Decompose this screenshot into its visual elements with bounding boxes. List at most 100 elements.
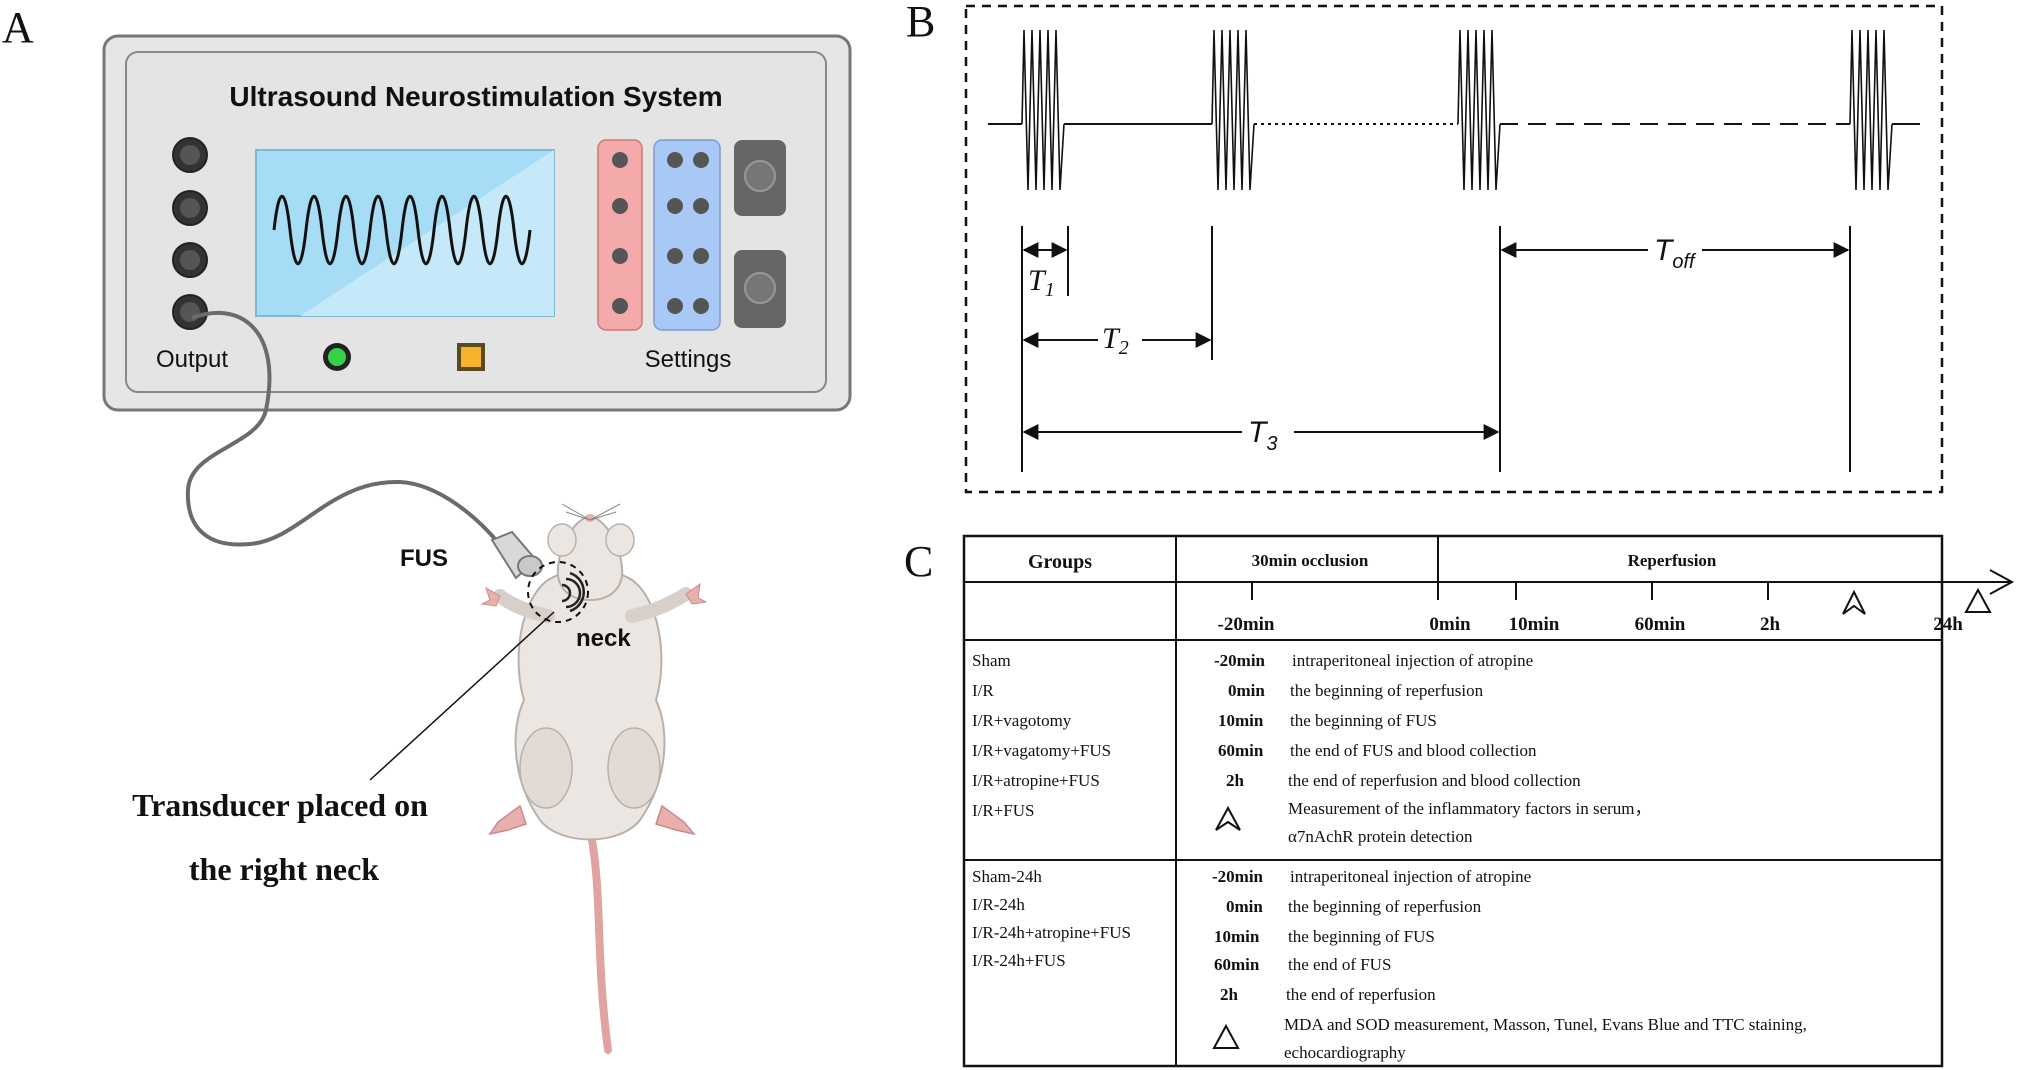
event-desc: the end of FUS [1288,955,1391,974]
rat-hind-foot-left [488,804,527,836]
rat-whisker-2 [589,503,621,521]
blue-dot-6 [693,248,709,264]
red-dot-3 [612,248,628,264]
panel-a: A Ultrasound Neurostimulation System Out… [2,3,852,1054]
marker-desc-line2: echocardiography [1284,1043,1406,1062]
event-time: 10min [1218,711,1264,730]
red-dot-4 [612,298,628,314]
tick-label-6: 24h [1933,614,1963,635]
event-desc: intraperitoneal injection of atropine [1292,651,1533,670]
toff-label: Toff [1654,234,1697,273]
caption-pointer-line [369,611,555,781]
sine-wave [272,194,532,266]
group-item: I/R+FUS [972,801,1035,820]
burst-1 [1021,29,1065,191]
event-desc: the end of reperfusion and blood collect… [1288,771,1581,790]
rat-whisker-4 [589,511,617,521]
panel-b: B T1 [906,0,1944,494]
event-desc: the beginning of reperfusion [1290,681,1484,700]
blue-dot-5 [667,248,683,264]
timeline-table-frame [962,534,1944,1068]
burst-4 [1849,29,1893,191]
panel-b-letter: B [906,0,935,46]
marker-desc-line2: α7nAchR protein detection [1288,827,1473,846]
rat-ear-right [605,523,635,557]
blue-dot-8 [693,298,709,314]
neck-label: neck [576,625,631,652]
blue-dot-7 [667,298,683,314]
red-dot-2 [612,198,628,214]
burst-2 [1211,29,1255,191]
panel-c-letter: C [904,537,933,586]
settings-panel-blue [653,139,721,331]
section2-groups: Sham-24h I/R-24h I/R-24h+atropine+FUS I/… [972,867,1131,970]
rat-ear-left [547,523,577,557]
knob-output-center [180,302,200,322]
fus-label: FUS [400,545,448,572]
group-item: I/R-24h+atropine+FUS [972,923,1131,942]
event-desc: intraperitoneal injection of atropine [1290,867,1531,886]
rat-hip-left [519,727,573,809]
header-reperfusion: Reperfusion [1628,551,1717,570]
knob-1-center [180,145,200,165]
rat-illustration [480,503,708,1054]
output-label: Output [156,346,228,373]
caption-line-2: the right neck [189,851,379,887]
panel-b-frame [964,4,1944,494]
square-button-icon [461,347,481,367]
panel-a-letter: A [2,3,34,52]
transducer-cable [185,311,502,547]
rat-hind-foot-right [655,804,696,836]
tick-label-2: 0min [1429,614,1471,635]
group-item: I/R [972,681,994,700]
power-led-icon [328,348,346,366]
header-groups: Groups [1028,551,1092,573]
event-time: 2h [1226,771,1245,790]
header-occlusion: 30min occlusion [1252,551,1369,570]
group-item: I/R-24h+FUS [972,951,1066,970]
event-time: 60min [1218,741,1264,760]
dial-top-icon [744,160,776,192]
group-item: Sham-24h [972,867,1042,886]
event-desc: the beginning of FUS [1288,927,1435,946]
burst-1-trace [1021,29,1065,191]
tick-label-3: 10min [1509,614,1560,635]
burst-2-trace [1211,29,1255,191]
event-desc: the beginning of FUS [1290,711,1437,730]
t3-label: T3 [1248,416,1277,455]
marker-desc-line1: Measurement of the inflammatory factors … [1288,799,1652,818]
event-time: -20min [1214,651,1266,670]
rat-arm-right [625,587,693,623]
panel-c: C Groups 30min occlusion Reperfusion -20… [904,534,2015,1068]
transducer-tip [517,555,543,577]
ultrasound-wave-icon [561,571,585,613]
triangle-marker-icon [1212,1023,1240,1049]
t1-label: T1 [1028,264,1055,301]
knob-3-center [180,250,200,270]
blue-dot-4 [693,198,709,214]
wave-arc-3 [569,571,585,613]
triangle-marker-icon [1964,587,1992,613]
event-time: 0min [1226,897,1263,916]
event-desc: the beginning of reperfusion [1288,897,1482,916]
tick-label-1: -20min [1218,614,1275,635]
rat-whisker-1 [561,503,591,521]
event-time: 2h [1220,985,1239,1004]
burst-3-trace [1457,29,1501,191]
group-item: I/R-24h [972,895,1025,914]
event-desc: the end of reperfusion [1286,985,1436,1004]
group-item: Sham [972,651,1011,670]
red-dot-1 [612,152,628,168]
screen-glare [300,150,554,316]
section1-events: -20min intraperitoneal injection of atro… [1214,651,1652,846]
device-title: Ultrasound Neurostimulation System [229,81,722,112]
burst-3 [1457,29,1501,191]
rat-whisker-3 [565,511,591,521]
wave-arc-2 [565,577,582,609]
rat-arm-left [493,589,555,623]
section2-events: -20min intraperitoneal injection of atro… [1212,867,1807,1062]
group-item: I/R+atropine+FUS [972,771,1100,790]
tick-label-5: 2h [1760,614,1781,635]
time-axis-arrowhead [1989,569,2015,595]
